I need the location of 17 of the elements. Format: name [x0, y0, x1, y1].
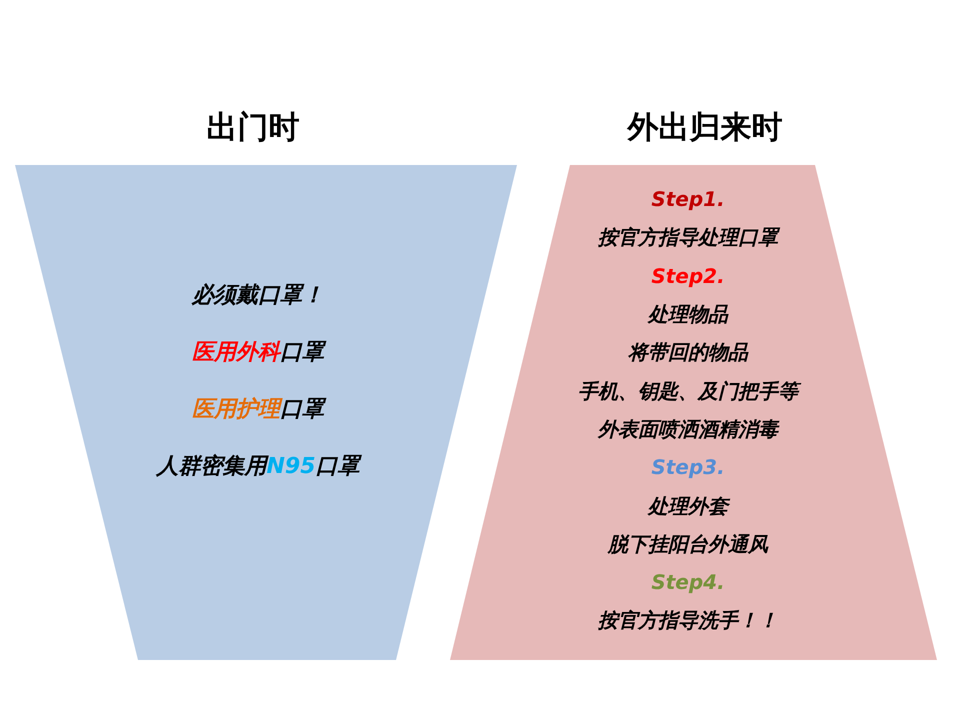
panel-text: 医用护理口罩 [192, 396, 324, 423]
step-label: Step4. [651, 570, 725, 594]
panel-text: 按官方指导洗手！！ [598, 608, 778, 632]
panel-text: 必须戴口罩！ [192, 282, 324, 309]
panel-text: 脱下挂阳台外通风 [608, 532, 768, 556]
heading: 外出归来时 [628, 109, 782, 147]
panel-text: 处理物品 [648, 302, 728, 326]
panel-text: 处理外套 [648, 494, 728, 518]
panel-text: 按官方指导处理口罩 [598, 225, 778, 250]
heading: 出门时 [206, 109, 300, 147]
step-label: Step3. [651, 455, 725, 480]
panel-text: 医用外科口罩 [192, 339, 324, 366]
step-label: Step1. [651, 187, 725, 212]
panel-text: 外表面喷洒酒精消毒 [598, 416, 778, 441]
step-label: Step2. [651, 264, 725, 288]
panel-text: 人群密集用N95口罩 [156, 453, 360, 480]
panel-text: 将带回的物品 [628, 340, 748, 364]
